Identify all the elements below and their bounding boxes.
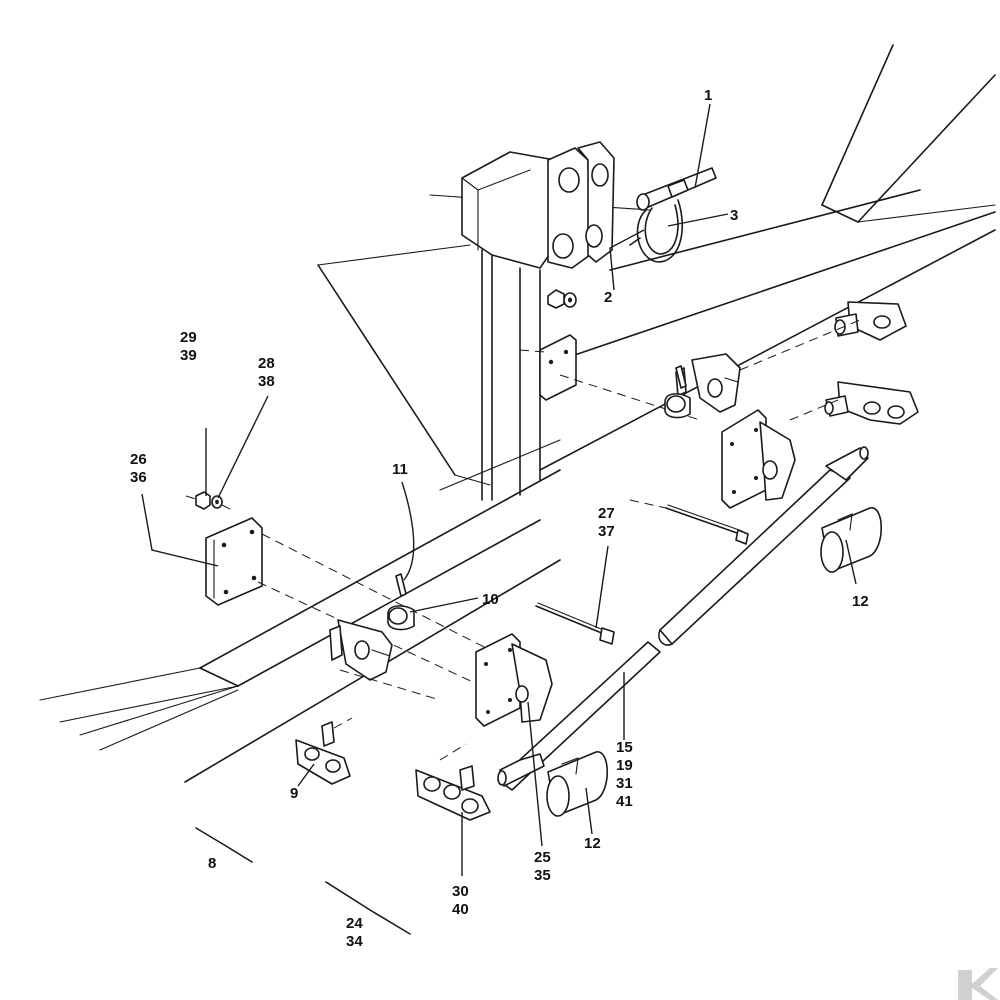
frame-structure xyxy=(39,44,996,783)
label-36: 36 xyxy=(130,469,147,486)
left-mount-plate xyxy=(205,517,491,691)
cross-tube-lower xyxy=(497,641,661,791)
spacer-bushing-lower xyxy=(387,605,415,631)
roll-pin-upper xyxy=(675,365,687,389)
sleeve-lower xyxy=(546,751,608,817)
cross-tube-upper xyxy=(658,446,869,646)
long-bolt-right xyxy=(629,499,749,545)
right-main-bracket xyxy=(721,409,796,509)
label-39: 39 xyxy=(180,347,197,364)
lower-clevis-bracket xyxy=(329,619,441,701)
roll-pin-lower xyxy=(395,573,407,597)
label-38: 38 xyxy=(258,373,275,390)
leader-lines xyxy=(141,103,857,876)
label-35: 35 xyxy=(534,867,551,884)
label-12-upper: 12 xyxy=(852,593,869,610)
nut-washer-upper xyxy=(547,289,577,309)
long-bolt-lower xyxy=(535,602,615,645)
label-19: 19 xyxy=(616,757,633,774)
label-12-lower: 12 xyxy=(584,835,601,852)
label-10: 10 xyxy=(482,591,499,608)
spacer-bushing-upper xyxy=(664,393,691,419)
lower-main-bracket xyxy=(475,633,553,727)
top-pin-arm xyxy=(739,301,907,371)
mid-pin-arm xyxy=(789,381,919,425)
label-34: 34 xyxy=(346,933,363,950)
label-25: 25 xyxy=(534,849,551,866)
arm-link-9 xyxy=(295,717,353,785)
label-40: 40 xyxy=(452,901,469,918)
top-link-bracket xyxy=(547,141,615,269)
label-28: 28 xyxy=(258,355,275,372)
nut-washer-left xyxy=(185,491,233,511)
label-24: 24 xyxy=(346,915,363,932)
label-1: 1 xyxy=(704,87,712,104)
label-3: 3 xyxy=(730,207,738,224)
label-31: 31 xyxy=(616,775,633,792)
label-9: 9 xyxy=(290,785,298,802)
label-26: 26 xyxy=(130,451,147,468)
label-8: 8 xyxy=(208,855,216,872)
label-2: 2 xyxy=(604,289,612,306)
callout-labels: 1 2 3 29 39 28 38 26 36 11 10 27 37 12 1… xyxy=(130,87,869,950)
label-27: 27 xyxy=(598,505,615,522)
label-29: 29 xyxy=(180,329,197,346)
arm-link-30 xyxy=(415,743,491,821)
label-15: 15 xyxy=(616,739,633,756)
linch-pin xyxy=(629,167,717,263)
label-11: 11 xyxy=(392,461,408,478)
k-logo-icon xyxy=(958,968,998,1000)
section-arcs xyxy=(195,827,411,935)
label-37: 37 xyxy=(598,523,615,540)
sleeve-upper xyxy=(820,507,882,573)
label-41: 41 xyxy=(616,793,633,810)
label-30: 30 xyxy=(452,883,469,900)
